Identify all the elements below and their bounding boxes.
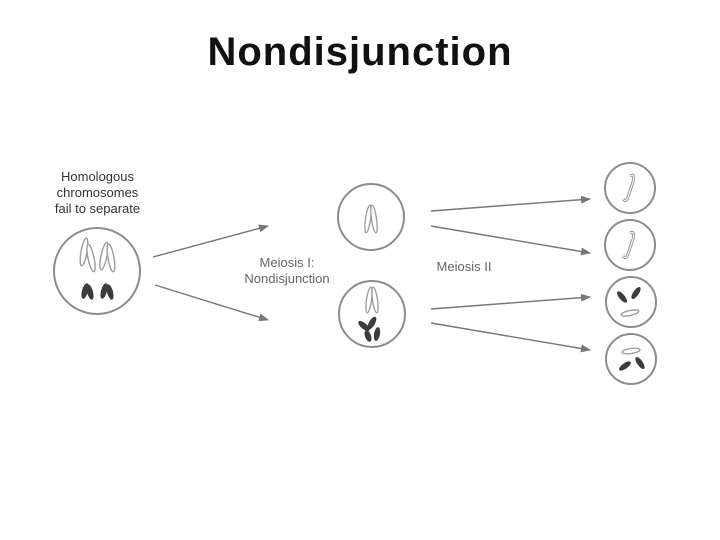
parent-dark-chromosome-pair-1 (81, 283, 94, 300)
arrow-to-meiosis-2-cell-3 (430, 293, 591, 310)
meiosis-1-label-line-1: Meiosis I: (259, 255, 315, 270)
arrow-to-meiosis-1-top (152, 224, 269, 258)
parent-light-chromosome-pair-2 (99, 241, 116, 273)
meiosis-2-cell-2 (604, 219, 656, 271)
meiosis-1-label-line-2: Nondisjunction (244, 271, 330, 286)
arrow-to-meiosis-1-bottom (154, 284, 269, 322)
meiosis-1-cell-bottom (338, 280, 406, 348)
meiosis-1-cell-top (337, 183, 405, 251)
arrow-to-meiosis-2-cell-2 (430, 225, 591, 256)
homologous-label-line-3: fail to separate (54, 201, 141, 216)
homologous-label-line-2: chromosomes (56, 185, 139, 200)
arrow-to-meiosis-2-cell-4 (430, 322, 591, 353)
meiosis-1-label: Meiosis I: Nondisjunction (232, 255, 342, 287)
meiosis-2-cell-1 (604, 162, 656, 214)
arrow-to-meiosis-2-cell-1 (430, 195, 591, 212)
meiosis-2-cell-4 (605, 333, 657, 385)
homologous-label: Homologous chromosomes fail to separate (40, 169, 155, 217)
homologous-label-line-1: Homologous (61, 169, 134, 184)
meiosis-2-cell-3 (605, 276, 657, 328)
diagram-title: Nondisjunction (207, 30, 513, 74)
meiosis-2-label: Meiosis II (436, 259, 492, 274)
parent-cell (53, 227, 141, 315)
parent-light-chromosome-pair-1 (79, 237, 96, 273)
parent-dark-chromosome-pair-2 (100, 283, 114, 300)
